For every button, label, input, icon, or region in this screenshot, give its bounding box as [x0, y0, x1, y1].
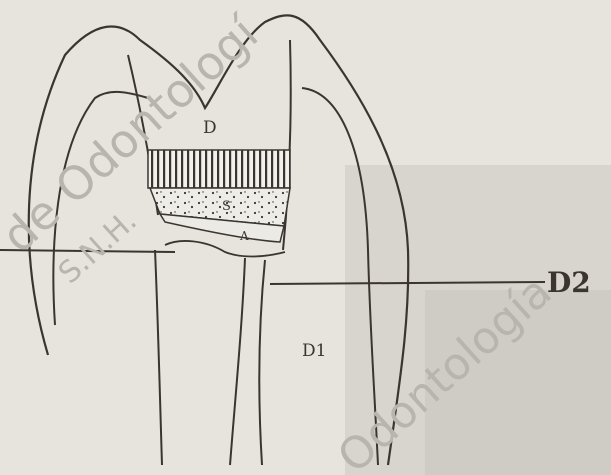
- label-d: D: [203, 118, 217, 138]
- striped-layer: [148, 150, 290, 188]
- label-a: A: [239, 229, 249, 243]
- label-d1: D1: [302, 341, 326, 361]
- root-line-center-right: [259, 260, 265, 465]
- root-line-center-left: [230, 258, 245, 465]
- label-d2: D2: [547, 266, 591, 299]
- pulp-floor-line: [165, 241, 285, 257]
- label-s: S: [222, 199, 231, 214]
- root-line-left: [155, 250, 162, 465]
